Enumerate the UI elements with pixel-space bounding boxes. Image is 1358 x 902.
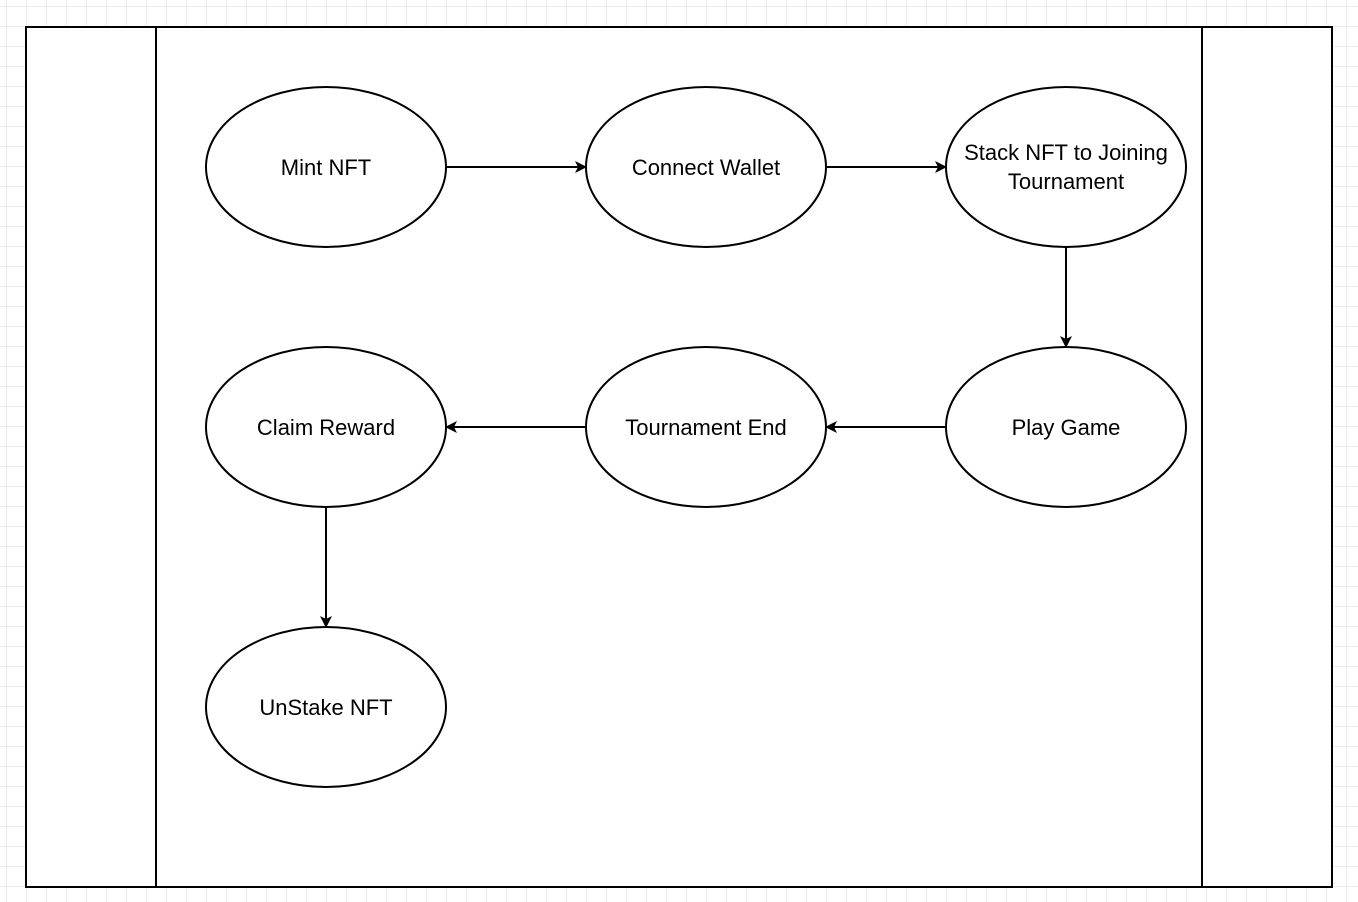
- node-label: UnStake NFT: [259, 695, 392, 720]
- node-label: Claim Reward: [257, 415, 395, 440]
- node-label-line-2: Tournament: [1008, 169, 1124, 194]
- node-mint-nft[interactable]: Mint NFT: [205, 86, 447, 248]
- node-stack-nft[interactable]: Stack NFT to Joining Tournament: [945, 86, 1187, 248]
- node-label: Play Game: [1012, 415, 1121, 440]
- node-label: Mint NFT: [281, 155, 371, 180]
- node-label-line-1: Stack NFT to Joining: [964, 140, 1168, 165]
- node-label: Tournament End: [625, 415, 786, 440]
- node-unstake-nft[interactable]: UnStake NFT: [205, 626, 447, 788]
- edges-layer: [320, 161, 1072, 628]
- node-claim-reward[interactable]: Claim Reward: [205, 346, 447, 508]
- node-label: Connect Wallet: [632, 155, 780, 180]
- node-play-game[interactable]: Play Game: [945, 346, 1187, 508]
- node-tournament-end[interactable]: Tournament End: [585, 346, 827, 508]
- node-connect-wallet[interactable]: Connect Wallet: [585, 86, 827, 248]
